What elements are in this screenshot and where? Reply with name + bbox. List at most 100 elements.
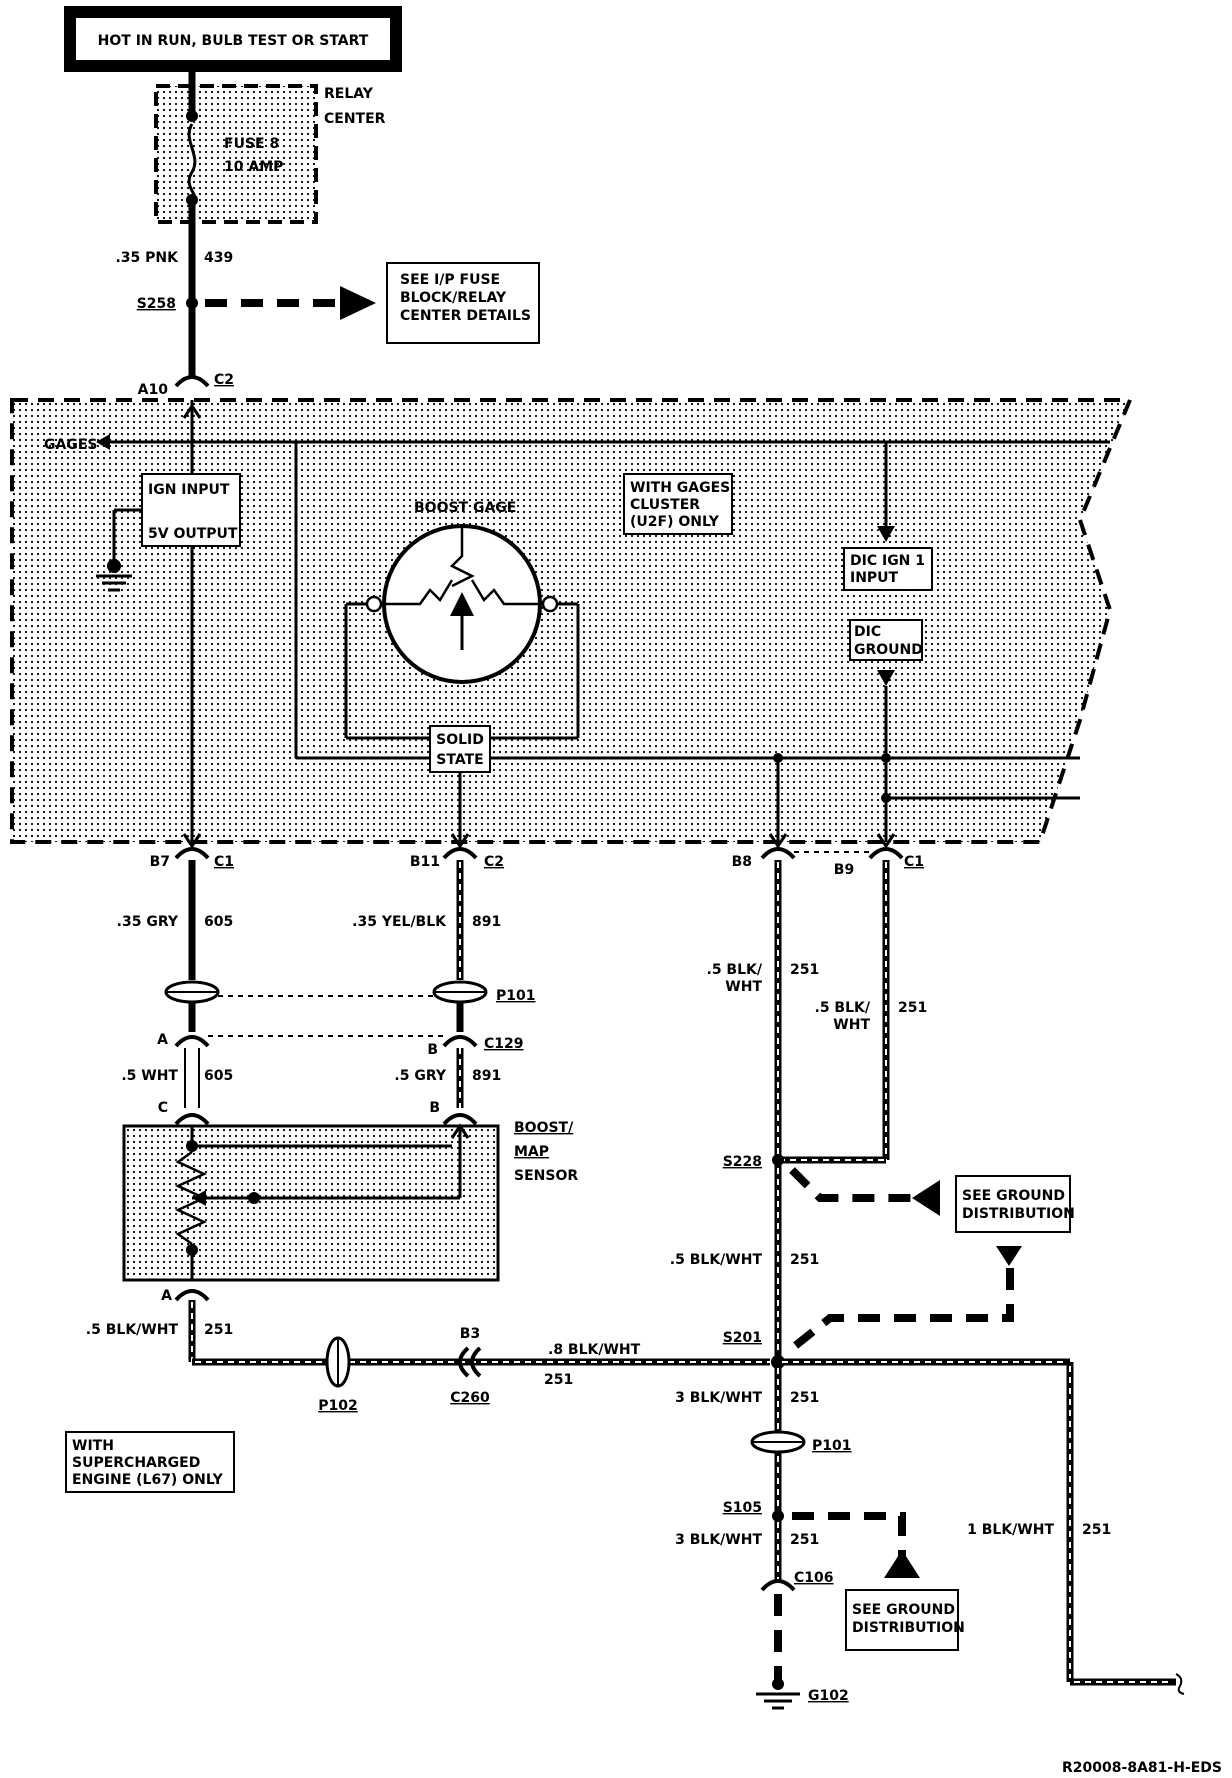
ground-icon: [96, 574, 132, 592]
supercharged-note-line2: SUPERCHARGED: [72, 1455, 200, 1471]
wire-251-b8-circuit: 251: [790, 962, 819, 978]
connector-c2-mid: [442, 833, 478, 860]
connector-b9-label: B9: [834, 862, 854, 878]
cluster-note-line2: CLUSTER: [630, 497, 700, 513]
arrow-left-icon: [96, 434, 110, 450]
sensor-pin-b: B: [429, 1100, 440, 1116]
ground-distribution-ref-2: SEE GROUND DISTRIBUTION: [845, 1589, 965, 1651]
solid-state-label-1: SOLID: [436, 732, 484, 748]
relay-center-label-1: RELAY: [324, 86, 374, 102]
p101-bottom-label: P101: [812, 1438, 851, 1454]
connector-c260-label: C260: [450, 1390, 490, 1406]
p101-top-label: P101: [496, 988, 535, 1004]
p101-top-connector: [164, 980, 488, 1004]
wire-251-c260-gauge: .8 BLK/WHT: [548, 1342, 641, 1358]
wire-251-sensor-gauge: .5 BLK/WHT: [86, 1322, 179, 1338]
wire-891-lower-gauge: .5 GRY: [394, 1068, 446, 1084]
wire-251-mid-circuit: 251: [790, 1252, 819, 1268]
connector-c106: [760, 1579, 796, 1592]
wire-251-b8-gauge-1: .5 BLK/: [707, 962, 763, 978]
v5-output-label: 5V OUTPUT: [148, 526, 238, 542]
ground-ref-2-line1: SEE GROUND: [852, 1602, 955, 1618]
splice-s105-label: S105: [723, 1500, 762, 1516]
connector-c129: [174, 1035, 478, 1048]
ign-input-label: IGN INPUT: [148, 482, 230, 498]
wire-251-b9-circuit: 251: [898, 1000, 927, 1016]
arrow-down-small-icon: [996, 1246, 1022, 1266]
power-source-label: HOT IN RUN, BULB TEST OR START: [98, 33, 369, 49]
arrow-left-ground-icon: [912, 1180, 940, 1216]
wire-251-lower-gauge: 3 BLK/WHT: [675, 1390, 762, 1406]
wire-251-b9-gauge-1: .5 BLK/: [815, 1000, 871, 1016]
splice-s105: [772, 1510, 784, 1522]
splice-s228-label: S228: [723, 1154, 762, 1170]
fuse-block-ref-line2: BLOCK/RELAY: [400, 290, 507, 306]
dic-ign-label-2: INPUT: [850, 570, 899, 586]
dic-ign-label-1: DIC IGN 1: [850, 553, 925, 569]
wire-251-sensor-circuit: 251: [204, 1322, 233, 1338]
wire-251-mid-gauge: .5 BLK/WHT: [670, 1252, 763, 1268]
arrow-up-icon: [884, 1550, 920, 1578]
ground-icon: [756, 1692, 800, 1710]
splice-s258: [186, 297, 198, 309]
p102-connector: [325, 1336, 351, 1388]
sensor-pin-c: C: [158, 1100, 168, 1116]
wire-251-right-gauge: 1 BLK/WHT: [967, 1522, 1054, 1538]
connector-b3-label: B3: [460, 1326, 480, 1342]
boost-gage: [365, 524, 559, 684]
supercharged-note-line3: ENGINE (L67) ONLY: [72, 1472, 224, 1488]
fuse-block-ref-line3: CENTER DETAILS: [400, 308, 531, 324]
connector-c1-right-label: C1: [904, 854, 924, 870]
connector-a10-label: A10: [138, 382, 169, 398]
dic-ground-label-2: GROUND: [854, 642, 923, 658]
fuse-label: FUSE 8: [224, 136, 279, 152]
wire-break-icon: [1175, 1673, 1185, 1695]
wire-251-right-circuit: 251: [1082, 1522, 1111, 1538]
wire-605-upper-circuit: 605: [204, 914, 233, 930]
wire-251-ground-gauge: 3 BLK/WHT: [675, 1532, 762, 1548]
connector-b8-label: B8: [732, 854, 752, 870]
cluster-note-line3: (U2F) ONLY: [630, 514, 720, 530]
splice-s201-label: S201: [723, 1330, 762, 1346]
sensor-pin-a: A: [161, 1288, 172, 1304]
wire-251-lower-circuit: 251: [790, 1390, 819, 1406]
dic-ign-box: DIC IGN 1 INPUT: [843, 547, 933, 591]
wire-251-c260-circuit: 251: [544, 1372, 573, 1388]
supercharged-note: WITH SUPERCHARGED ENGINE (L67) ONLY: [65, 1431, 235, 1493]
connector-c1-left: [174, 833, 210, 860]
ground-ref-1-line1: SEE GROUND: [962, 1188, 1065, 1204]
dic-ground-box: DIC GROUND: [849, 619, 923, 661]
power-source-box: HOT IN RUN, BULB TEST OR START: [64, 6, 402, 72]
connector-c2-mid-label: C2: [484, 854, 504, 870]
arrow-right-icon: [340, 286, 376, 320]
wire-251-b9-gauge-2: WHT: [833, 1017, 870, 1033]
p101-bottom-connector: [750, 1430, 806, 1454]
wire-251-b8-gauge-2: WHT: [725, 979, 762, 995]
connector-b7-label: B7: [150, 854, 170, 870]
drawing-id: R20008-8A81-H-EDS: [1062, 1760, 1222, 1776]
fuse-block-ref-line1: SEE I/P FUSE: [400, 272, 500, 288]
cluster-note: WITH GAGES CLUSTER (U2F) ONLY: [623, 473, 733, 535]
ign-input-box: IGN INPUT 5V OUTPUT: [141, 473, 241, 547]
connector-c2-top-label: C2: [214, 372, 234, 388]
c129-label: C129: [484, 1036, 524, 1052]
wire-605-lower-circuit: 605: [204, 1068, 233, 1084]
wire-605-lower-gauge: .5 WHT: [121, 1068, 178, 1084]
connector-c1-right: [760, 833, 904, 860]
splice-s258-label: S258: [137, 296, 176, 312]
connector-c1-left-label: C1: [214, 854, 234, 870]
wire-605-upper-gauge: .35 GRY: [117, 914, 179, 930]
sensor-label-1: BOOST/: [514, 1120, 574, 1136]
c129-pin-a: A: [157, 1032, 168, 1048]
relay-center: FUSE 8 10 AMP RELAY CENTER: [154, 72, 386, 224]
connector-c260: [458, 1346, 470, 1378]
p102-label: P102: [318, 1398, 357, 1414]
wire-439-gauge: .35 PNK: [115, 250, 179, 266]
relay-center-label-2: CENTER: [324, 111, 386, 127]
sensor-label-2: MAP: [514, 1144, 549, 1160]
wire-891-upper-circuit: 891: [472, 914, 501, 930]
wire-891-lower-circuit: 891: [472, 1068, 501, 1084]
connector-b11-label: B11: [410, 854, 440, 870]
ground-ref-1-line2: DISTRIBUTION: [962, 1206, 1075, 1222]
